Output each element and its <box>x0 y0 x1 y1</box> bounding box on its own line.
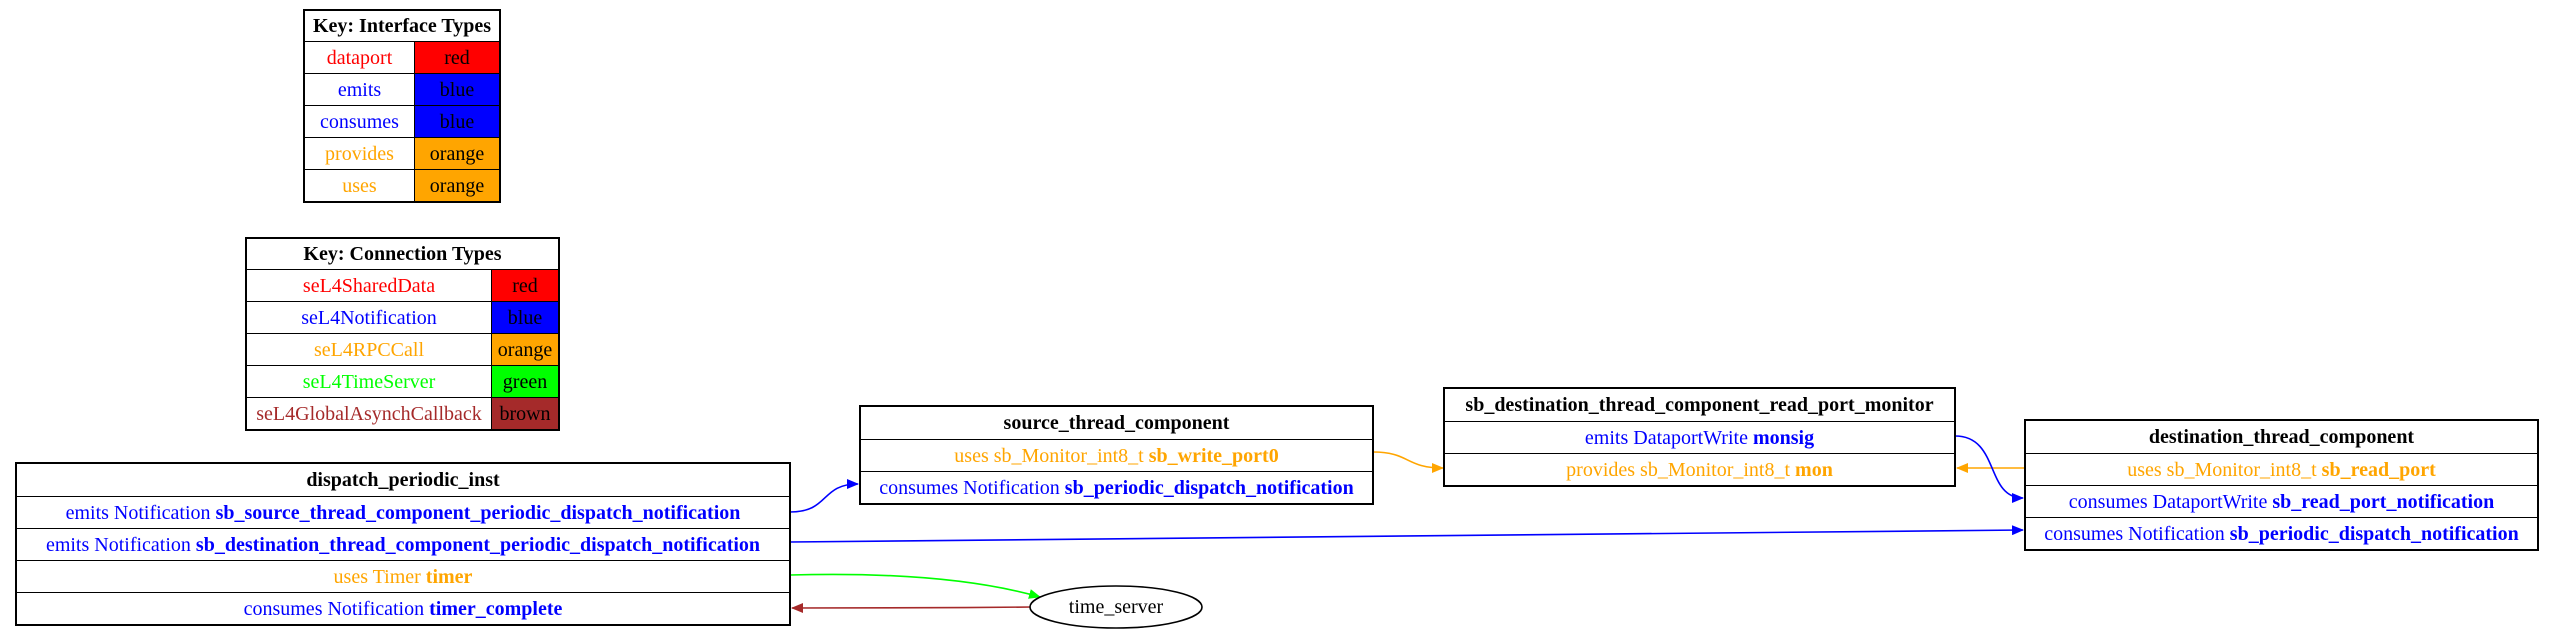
interface-key-label: uses <box>305 170 415 201</box>
dispatch-port-timer: uses Timer timer <box>17 560 789 592</box>
interface-key-label: emits <box>305 74 415 105</box>
interface-key-title: Key: Interface Types <box>312 15 492 37</box>
destination-port-read: uses sb_Monitor_int8_t sb_read_port <box>2026 453 2537 485</box>
interface-key-label: consumes <box>305 106 415 137</box>
connection-key-title: Key: Connection Types <box>303 243 502 265</box>
connection-key-label: seL4Notification <box>247 302 492 333</box>
dispatch-node-title: dispatch_periodic_inst <box>306 469 500 491</box>
edge-dispatch-to-destination-notification <box>789 525 2024 543</box>
connection-key-swatch: orange <box>492 334 558 365</box>
connection-key-swatch: brown <box>492 398 558 429</box>
monitor-port-monsig: emits DataportWrite monsig <box>1445 421 1954 453</box>
connection-key-table: Key: Connection Types seL4SharedData red… <box>245 237 560 431</box>
connection-key-swatch: green <box>492 366 558 397</box>
connection-key-label: seL4SharedData <box>247 270 492 301</box>
destination-node-title: destination_thread_component <box>2148 426 2415 448</box>
dispatch-port-timer-complete: consumes Notification timer_complete <box>17 592 789 624</box>
edge-dispatch-to-time-server <box>789 573 1041 599</box>
time-server-node <box>1029 585 1203 629</box>
connection-key-row: seL4SharedData red <box>247 269 558 301</box>
destination-port-periodic-notification: consumes Notification sb_periodic_dispat… <box>2026 517 2537 549</box>
interface-key-label: dataport <box>305 42 415 73</box>
interface-key-row: uses orange <box>305 169 499 201</box>
interface-key-swatch: blue <box>415 106 499 137</box>
connection-key-row: seL4GlobalAsynchCallback brown <box>247 397 558 429</box>
interface-key-swatch: blue <box>415 74 499 105</box>
interface-key-table: Key: Interface Types dataport red emits … <box>303 9 501 203</box>
connection-key-swatch: red <box>492 270 558 301</box>
source-node-title: source_thread_component <box>1003 412 1230 434</box>
interface-key-swatch: red <box>415 42 499 73</box>
connection-key-row: seL4TimeServer green <box>247 365 558 397</box>
edge-source-to-monitor-rpc <box>1372 451 1444 473</box>
time-server-label: time_server <box>1068 596 1164 618</box>
source-port-periodic-notification: consumes Notification sb_periodic_dispat… <box>861 471 1372 503</box>
connection-key-swatch: blue <box>492 302 558 333</box>
connection-key-label: seL4RPCCall <box>247 334 492 365</box>
source-thread-node: source_thread_component uses sb_Monitor_… <box>859 405 1374 505</box>
edge-dispatch-to-source-notification <box>789 479 859 513</box>
destination-thread-node: destination_thread_component uses sb_Mon… <box>2024 419 2539 551</box>
dispatch-periodic-node: dispatch_periodic_inst emits Notificatio… <box>15 462 791 626</box>
connection-key-row: seL4Notification blue <box>247 301 558 333</box>
source-port-write: uses sb_Monitor_int8_t sb_write_port0 <box>861 439 1372 471</box>
connection-key-row: seL4RPCCall orange <box>247 333 558 365</box>
destination-port-read-notification: consumes DataportWrite sb_read_port_noti… <box>2026 485 2537 517</box>
interface-key-swatch: orange <box>415 138 499 169</box>
interface-key-row: dataport red <box>305 41 499 73</box>
connection-key-label: seL4TimeServer <box>247 366 492 397</box>
interface-key-row: provides orange <box>305 137 499 169</box>
monitor-port-mon: provides sb_Monitor_int8_t mon <box>1445 453 1954 485</box>
connection-key-label: seL4GlobalAsynchCallback <box>247 398 492 429</box>
interface-key-label: provides <box>305 138 415 169</box>
dispatch-port-source-notification: emits Notification sb_source_thread_comp… <box>17 496 789 528</box>
edge-monitor-to-destination-dataportwrite <box>1954 435 2024 503</box>
edge-time-server-to-dispatch-callback <box>791 602 1033 613</box>
read-port-monitor-node: sb_destination_thread_component_read_por… <box>1443 387 1956 487</box>
interface-key-row: consumes blue <box>305 105 499 137</box>
interface-key-row: emits blue <box>305 73 499 105</box>
monitor-node-title: sb_destination_thread_component_read_por… <box>1465 394 1934 416</box>
dispatch-port-destination-notification: emits Notification sb_destination_thread… <box>17 528 789 560</box>
interface-key-swatch: orange <box>415 170 499 201</box>
